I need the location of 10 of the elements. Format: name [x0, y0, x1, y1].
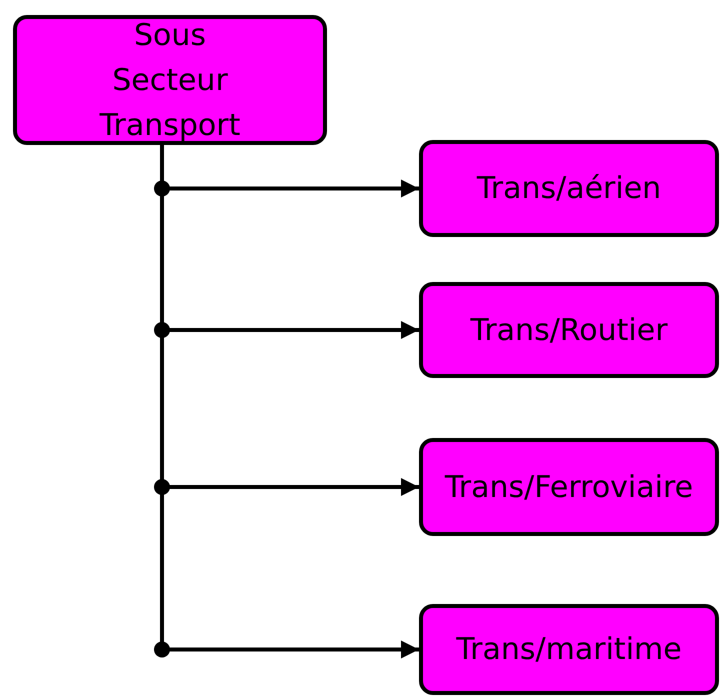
box-label: Trans/Ferroviaire [444, 470, 694, 504]
process-box [419, 604, 719, 695]
box-label: Trans/Routier [470, 312, 668, 348]
process-box [419, 140, 719, 237]
box-label: Trans/maritime [456, 632, 682, 667]
process-box [13, 15, 327, 145]
box-label: Sous Secteur Transport [98, 16, 242, 144]
box-label: Trans/aérien [476, 171, 662, 206]
process-box [419, 282, 719, 378]
process-box [419, 438, 719, 536]
